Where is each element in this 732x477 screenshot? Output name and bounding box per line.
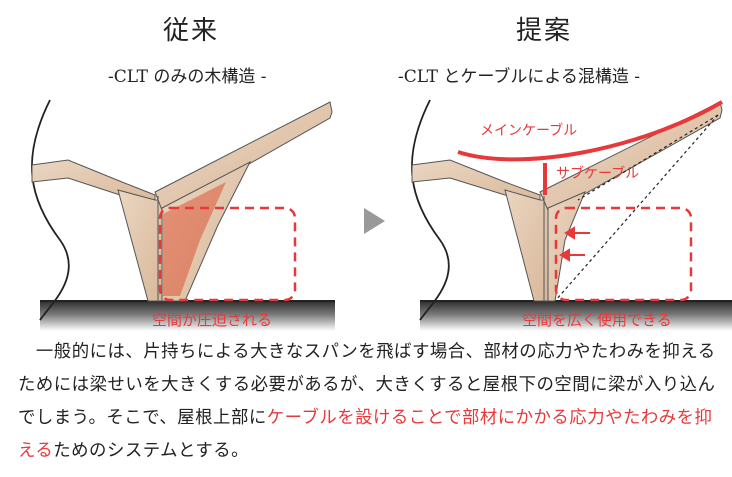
left-pressure-zone — [163, 182, 226, 296]
right-subtitle: -CLT とケーブルによる混構造 - — [398, 67, 641, 87]
left-cantilever-roof — [154, 101, 333, 211]
sub-cable-label: サブケーブル — [556, 165, 639, 182]
left-ground — [40, 301, 335, 331]
left-structure — [31, 99, 335, 331]
right-structure: メインケーブル サブケーブル — [411, 99, 732, 331]
comparison-arrow-icon — [364, 208, 385, 234]
description-text: 一般的には、片持ちによる大きなスパンを飛ばす場合、部材の応力やたわみを抑えるため… — [18, 336, 718, 468]
structure-diagram: メインケーブル サブケーブル — [31, 99, 732, 331]
right-caption: 空間を広く使用できる — [522, 311, 672, 329]
description-part1: 一般的には、片持ちによる大きなスパンを飛ばす場合、部材の応力やたわみを抑えるため… — [18, 342, 716, 428]
right-column — [504, 189, 549, 302]
main-cable-label: メインケーブル — [480, 122, 577, 139]
right-ground — [420, 301, 732, 331]
left-boundary-curve — [31, 99, 70, 321]
left-title: 従来 — [163, 16, 220, 46]
right-boundary-curve — [411, 99, 450, 321]
right-title: 提案 — [516, 16, 573, 46]
description-highlight: ケーブルを設けることで部材にかかる応力やたわみを抑える — [18, 408, 713, 461]
left-subtitle: -CLT のみの木構造 - — [108, 67, 267, 87]
description-part2: ためのシステムとする。 — [53, 441, 250, 461]
main-cable — [457, 100, 724, 162]
space-arrows — [559, 226, 590, 262]
left-caption: 空間が圧迫される — [152, 311, 273, 329]
left-column — [117, 189, 163, 302]
right-space-box — [554, 206, 693, 302]
left-space-box — [158, 206, 297, 302]
